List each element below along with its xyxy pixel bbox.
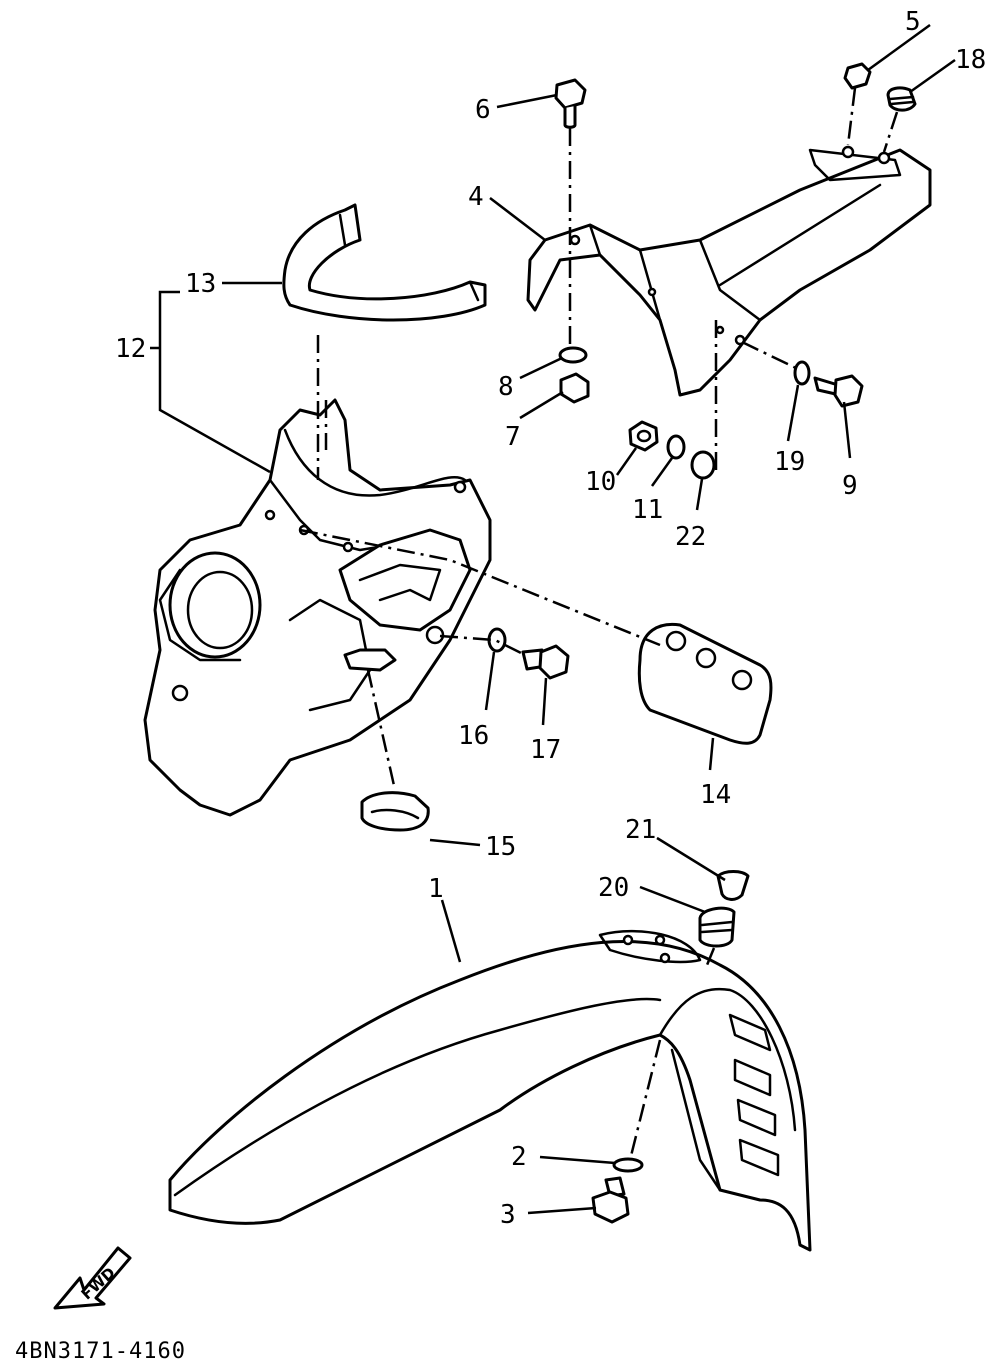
callout-10: 10 [585, 467, 616, 497]
part-5-cap [843, 62, 872, 90]
part-22-washer [690, 450, 716, 480]
part-10-nut [628, 420, 659, 452]
fwd-arrow-icon: FWD [53, 1246, 132, 1310]
part-2-washer [612, 1157, 644, 1173]
callout-1: 1 [428, 874, 444, 904]
callout-6: 6 [475, 95, 491, 125]
part-7-nut [559, 372, 590, 404]
part-8-washer [558, 346, 588, 364]
callout-19: 19 [774, 447, 805, 477]
part-19-washer [793, 360, 811, 386]
number-plate [637, 622, 773, 745]
part-18-grommet [886, 86, 917, 112]
callout-18: 18 [955, 45, 986, 75]
callout-11: 11 [632, 495, 663, 525]
callout-7: 7 [505, 422, 521, 452]
callout-14: 14 [700, 780, 731, 810]
part-20-damper [698, 906, 736, 948]
headlight-cover-assembly [143, 398, 492, 817]
part-6-bolt [554, 78, 587, 129]
rear-fender-bracket [526, 145, 932, 397]
front-fender [168, 929, 812, 1252]
callout-3: 3 [500, 1200, 516, 1230]
callout-13: 13 [185, 269, 216, 299]
callout-2: 2 [511, 1142, 527, 1172]
callout-16: 16 [458, 721, 489, 751]
part-11-washer [666, 434, 686, 460]
callout-5: 5 [905, 7, 921, 37]
callout-20: 20 [598, 873, 629, 903]
callout-8: 8 [498, 372, 514, 402]
headlight-strap [282, 203, 487, 322]
part-3-bolt [591, 1176, 630, 1224]
drawing-number: 4BN3171-4160 [15, 1339, 186, 1364]
callout-17: 17 [530, 735, 561, 765]
callout-labels: 5 18 6 4 13 12 8 7 10 11 22 19 9 16 17 1… [115, 7, 986, 1230]
part-9-bolt [813, 374, 864, 408]
assembly-lines [299, 87, 899, 1161]
part-17-bolt [521, 644, 570, 680]
part-15-grommet [360, 791, 430, 832]
part-21-collar [716, 870, 750, 901]
callout-22: 22 [675, 522, 706, 552]
part-16-washer [487, 627, 507, 653]
callout-15: 15 [485, 832, 516, 862]
callout-9: 9 [842, 471, 858, 501]
callout-12: 12 [115, 334, 146, 364]
leader-lines [150, 23, 956, 1215]
callout-4: 4 [468, 182, 484, 212]
callout-21: 21 [625, 815, 656, 845]
